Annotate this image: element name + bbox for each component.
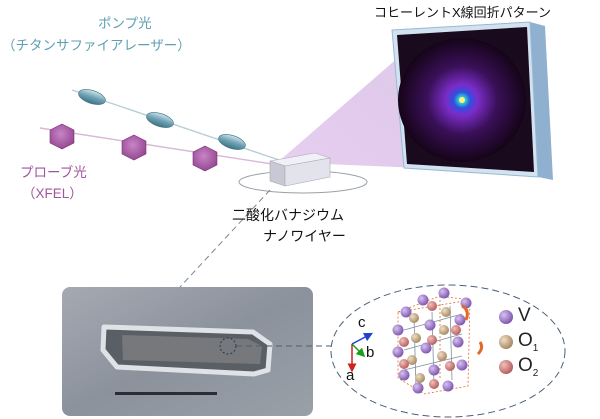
axis-label-a: a: [346, 367, 354, 384]
sem-image: [62, 287, 313, 416]
legend-atom-o1: [499, 335, 513, 349]
legend-atom-o2: [499, 360, 513, 374]
legend-label-o2: O2: [518, 355, 538, 379]
probe-pulse: [122, 135, 146, 160]
pump-source-label: （チタンサファイアレーザー）: [2, 34, 191, 54]
detector-screen: [392, 22, 553, 180]
sample-label: 二酸化バナジウム: [232, 205, 344, 225]
nanowire-sem: [103, 327, 270, 374]
scale-bar: [115, 392, 217, 395]
pump-pulse: [77, 86, 108, 107]
legend-label-o1: O1: [518, 330, 538, 354]
legend-atom-v: [499, 310, 513, 324]
diffraction-pattern-label: コヒーレントX線回折パターン: [374, 2, 551, 21]
axis-label-b: b: [366, 344, 374, 361]
axis-label-c: c: [358, 314, 366, 331]
nanowire-block: [270, 153, 330, 186]
legend-label-v: V: [518, 305, 531, 327]
probe-pulse: [193, 146, 217, 171]
pump-label: ポンプ光: [98, 12, 152, 32]
probe-source-label: （XFEL）: [22, 182, 83, 202]
pump-pulse: [145, 109, 176, 130]
probe-pulse: [50, 124, 74, 149]
pump-pulse: [217, 131, 248, 152]
probe-label: プローブ光: [20, 161, 87, 181]
sample-sublabel: ナノワイヤー: [263, 226, 346, 246]
